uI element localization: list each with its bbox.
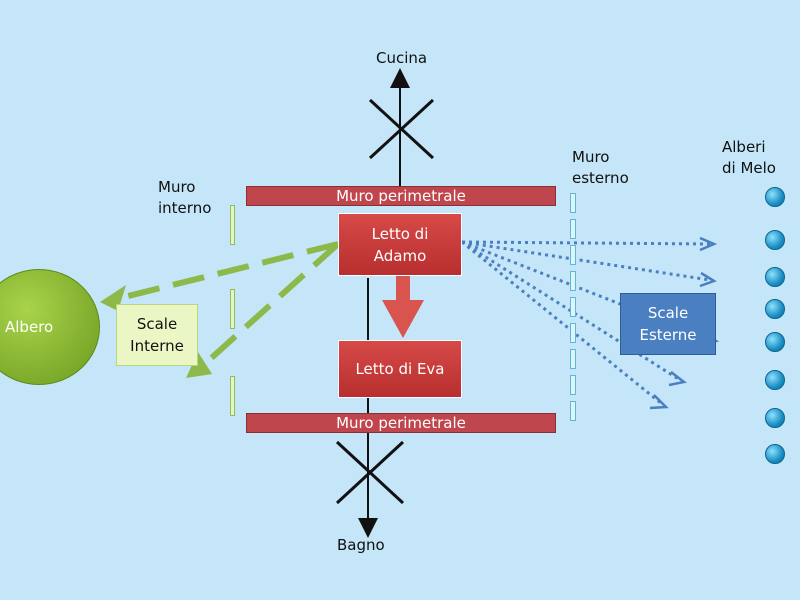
top-perimeter-wall: Muro perimetrale: [246, 186, 556, 206]
red-down-arrow: [382, 276, 424, 338]
outer-wall-segment: [570, 219, 576, 239]
letto-eva-box: Letto di Eva: [338, 340, 462, 398]
label-bagno: Bagno: [337, 536, 385, 554]
outer-wall-segment: [570, 349, 576, 369]
outer-wall-segment: [570, 245, 576, 265]
apple-tree-icon: [765, 230, 785, 250]
albero-circle: Albero: [0, 269, 100, 385]
albero-label: Albero: [5, 318, 54, 336]
outer-wall-segment: [570, 401, 576, 421]
apple-tree-icon: [765, 187, 785, 207]
label-muro-esterno: Muro esterno: [572, 148, 629, 187]
inner-wall-segment: [230, 205, 235, 245]
apple-tree-icon: [765, 332, 785, 352]
outer-wall-segment: [570, 297, 576, 317]
apple-tree-icon: [765, 444, 785, 464]
apple-tree-icon: [765, 408, 785, 428]
bottom-perimeter-wall: Muro perimetrale: [246, 413, 556, 433]
outer-wall-segment: [570, 271, 576, 291]
outer-wall-segment: [570, 375, 576, 395]
scale-interne-box: Scale Interne: [116, 304, 198, 366]
apple-tree-icon: [765, 370, 785, 390]
label-cucina: Cucina: [376, 49, 428, 67]
x-cross-icon: [335, 440, 405, 505]
label-muro-interno: Muro interno: [158, 178, 212, 217]
scale-esterne-box: Scale Esterne: [620, 293, 716, 355]
apple-tree-icon: [765, 299, 785, 319]
apple-tree-icon: [765, 267, 785, 287]
outer-wall-segment: [570, 323, 576, 343]
letto-adamo-box: Letto di Adamo: [338, 213, 462, 276]
x-cross-icon: [368, 98, 435, 160]
outer-wall-segment: [570, 193, 576, 213]
inner-wall-segment: [230, 289, 235, 329]
blue-arrowheads: [649, 236, 720, 410]
green-dashed-arrows: [111, 241, 341, 373]
blue-dotted-arrows: [461, 240, 713, 406]
green-arrowhead-scale: [186, 352, 212, 378]
label-alberi-di-melo: Alberi di Melo: [722, 138, 776, 177]
inner-wall-segment: [230, 376, 235, 416]
